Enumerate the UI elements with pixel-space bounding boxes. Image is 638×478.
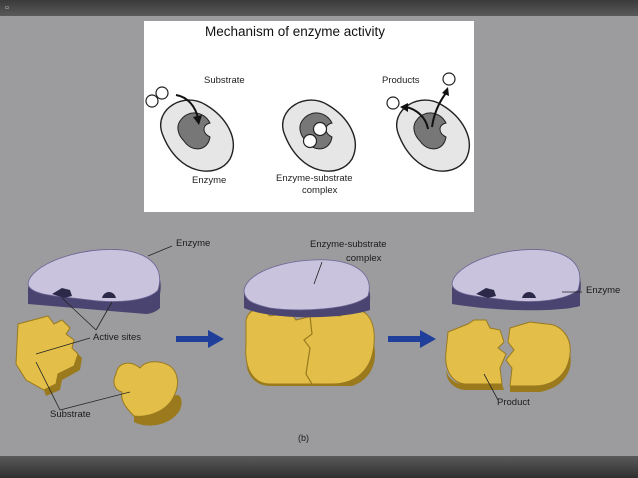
enzyme-lock-key-figure-b: Enzyme Enzyme-substrate complex Enzyme A… <box>0 224 638 456</box>
enzyme-substrate-complex-3d <box>243 259 376 386</box>
label-complex-b-line1: Enzyme-substrate <box>310 239 387 250</box>
figure-b-caption: (b) <box>298 433 309 443</box>
label-complex-a-line2: complex <box>302 185 338 196</box>
bottom-bar <box>0 456 638 478</box>
product-left-piece <box>445 319 507 390</box>
label-substrate-b: Substrate <box>50 409 91 420</box>
product-right-piece <box>505 321 571 392</box>
label-complex-b-line2: complex <box>346 253 382 264</box>
substrate-left <box>15 315 82 396</box>
substrate-arrow <box>175 94 202 125</box>
reaction-arrow-1 <box>176 330 224 348</box>
label-enzyme-right-b: Enzyme <box>586 285 621 296</box>
reaction-arrow-2 <box>388 330 436 348</box>
label-active-sites: Active sites <box>93 332 142 343</box>
enzyme-left <box>27 249 161 314</box>
substrate-small <box>113 361 182 426</box>
figure-b-drawing <box>15 245 582 426</box>
product-molecules <box>386 72 456 110</box>
product-arrows <box>400 87 449 130</box>
enzyme-mechanism-figure-a: Mechanism of enzyme activity Substrate P… <box>144 21 474 212</box>
enzyme-shape-3 <box>395 99 471 172</box>
figure-a-title: Mechanism of enzyme activity <box>205 24 386 39</box>
label-enzyme-b: Enzyme <box>176 238 211 249</box>
enzyme-shape-1 <box>159 99 235 172</box>
label-enzyme-a: Enzyme <box>192 175 227 186</box>
figure-a-drawing <box>145 72 471 172</box>
label-substrate-a: Substrate <box>204 75 245 86</box>
label-products-a: Products <box>382 75 420 86</box>
label-complex-a-line1: Enzyme-substrate <box>276 173 353 184</box>
enzyme-substrate-complex-shape <box>281 99 357 172</box>
top-bar <box>0 0 638 16</box>
leader-lines <box>35 245 582 411</box>
slide-corner-icon: ▫ <box>5 2 9 14</box>
enzyme-right <box>451 249 581 311</box>
label-product-b: Product <box>497 397 530 408</box>
substrate-molecule <box>145 86 169 108</box>
